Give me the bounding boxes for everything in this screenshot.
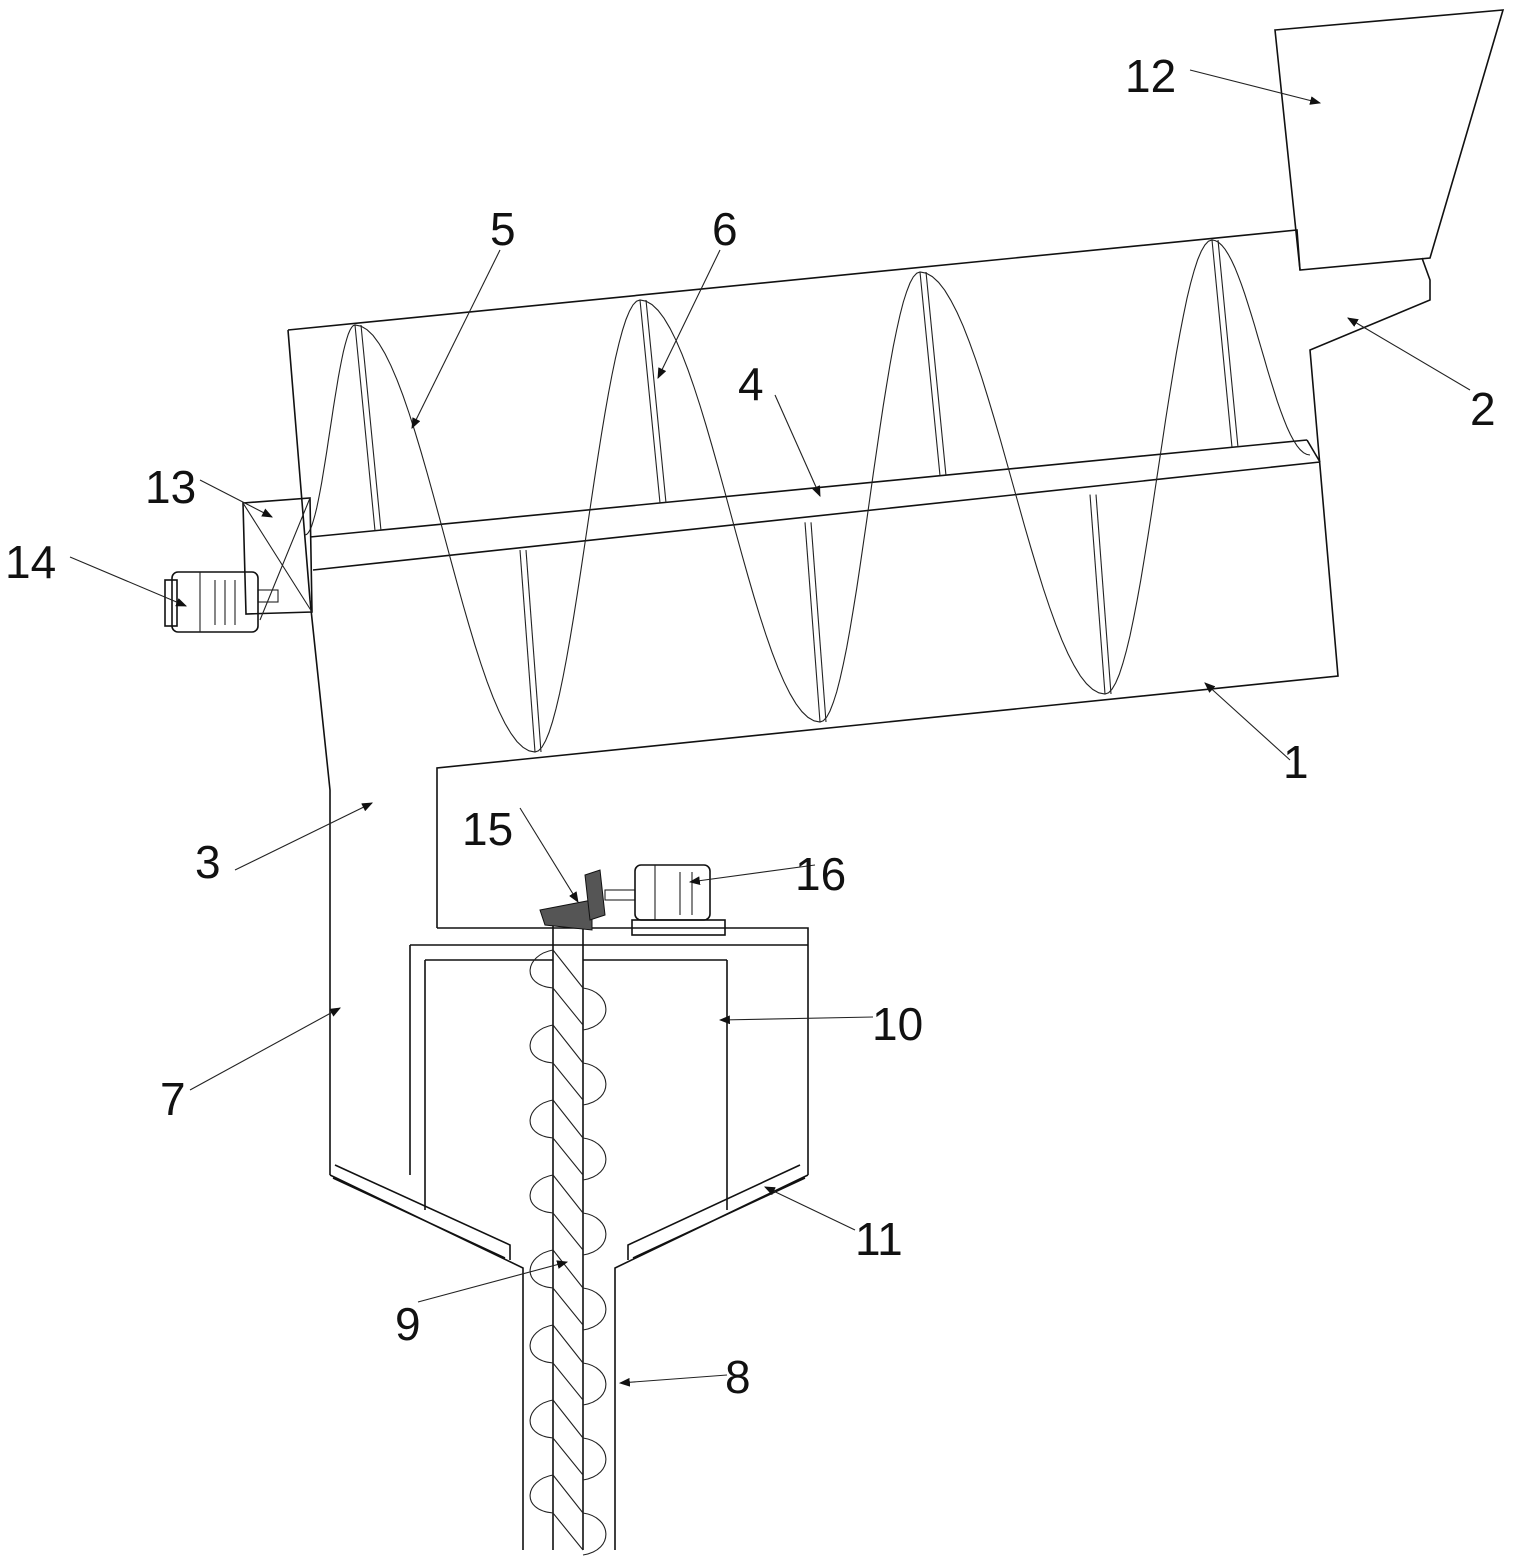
blade-support: [1217, 239, 1239, 448]
drive-motor-vertical: [604, 864, 726, 936]
label-13: 13: [145, 461, 196, 513]
blade-support: [525, 550, 542, 753]
label-15: 15: [462, 803, 513, 855]
blade-support: [919, 271, 941, 476]
label-5: 5: [490, 203, 516, 255]
label-8: 8: [725, 1351, 751, 1403]
blade-support: [925, 271, 947, 476]
guide-plates: [329, 1164, 809, 1550]
leader-lines: [69, 69, 1471, 1387]
blade-support: [1095, 494, 1112, 695]
label-11: 11: [855, 1213, 903, 1265]
feed-hopper: [1274, 9, 1505, 271]
blade-support: [1211, 239, 1233, 448]
vertical-screw-shaft: [552, 925, 584, 1550]
blade-support: [645, 299, 667, 504]
label-2: 2: [1470, 383, 1496, 435]
label-9: 9: [395, 1298, 421, 1350]
label-10: 10: [872, 998, 923, 1050]
label-12: 12: [1125, 50, 1176, 102]
drive-motor-horizontal: [164, 571, 279, 633]
blade-support: [360, 324, 382, 531]
label-14: 14: [5, 536, 56, 588]
coupling-box: [242, 497, 313, 621]
blade-support: [1089, 494, 1106, 695]
blade-support: [354, 324, 376, 531]
main-conveyor-tube: [287, 229, 1431, 1175]
label-4: 4: [738, 358, 764, 410]
bevel-gear-pair: [539, 869, 606, 931]
label-6: 6: [712, 203, 738, 255]
label-3: 3: [195, 836, 221, 888]
horizontal-screw-blade: [304, 239, 1311, 753]
label-7: 7: [160, 1073, 186, 1125]
vertical-screw-blade: [529, 949, 607, 1556]
blade-supports: [354, 239, 1239, 753]
blade-support: [810, 522, 827, 723]
label-16: 16: [795, 848, 846, 900]
horizontal-screw-shaft: [309, 439, 1321, 571]
mixing-box: [409, 927, 809, 1210]
label-1: 1: [1283, 736, 1309, 788]
blade-support: [519, 550, 536, 753]
blade-support: [804, 522, 821, 723]
blade-support: [639, 299, 661, 504]
